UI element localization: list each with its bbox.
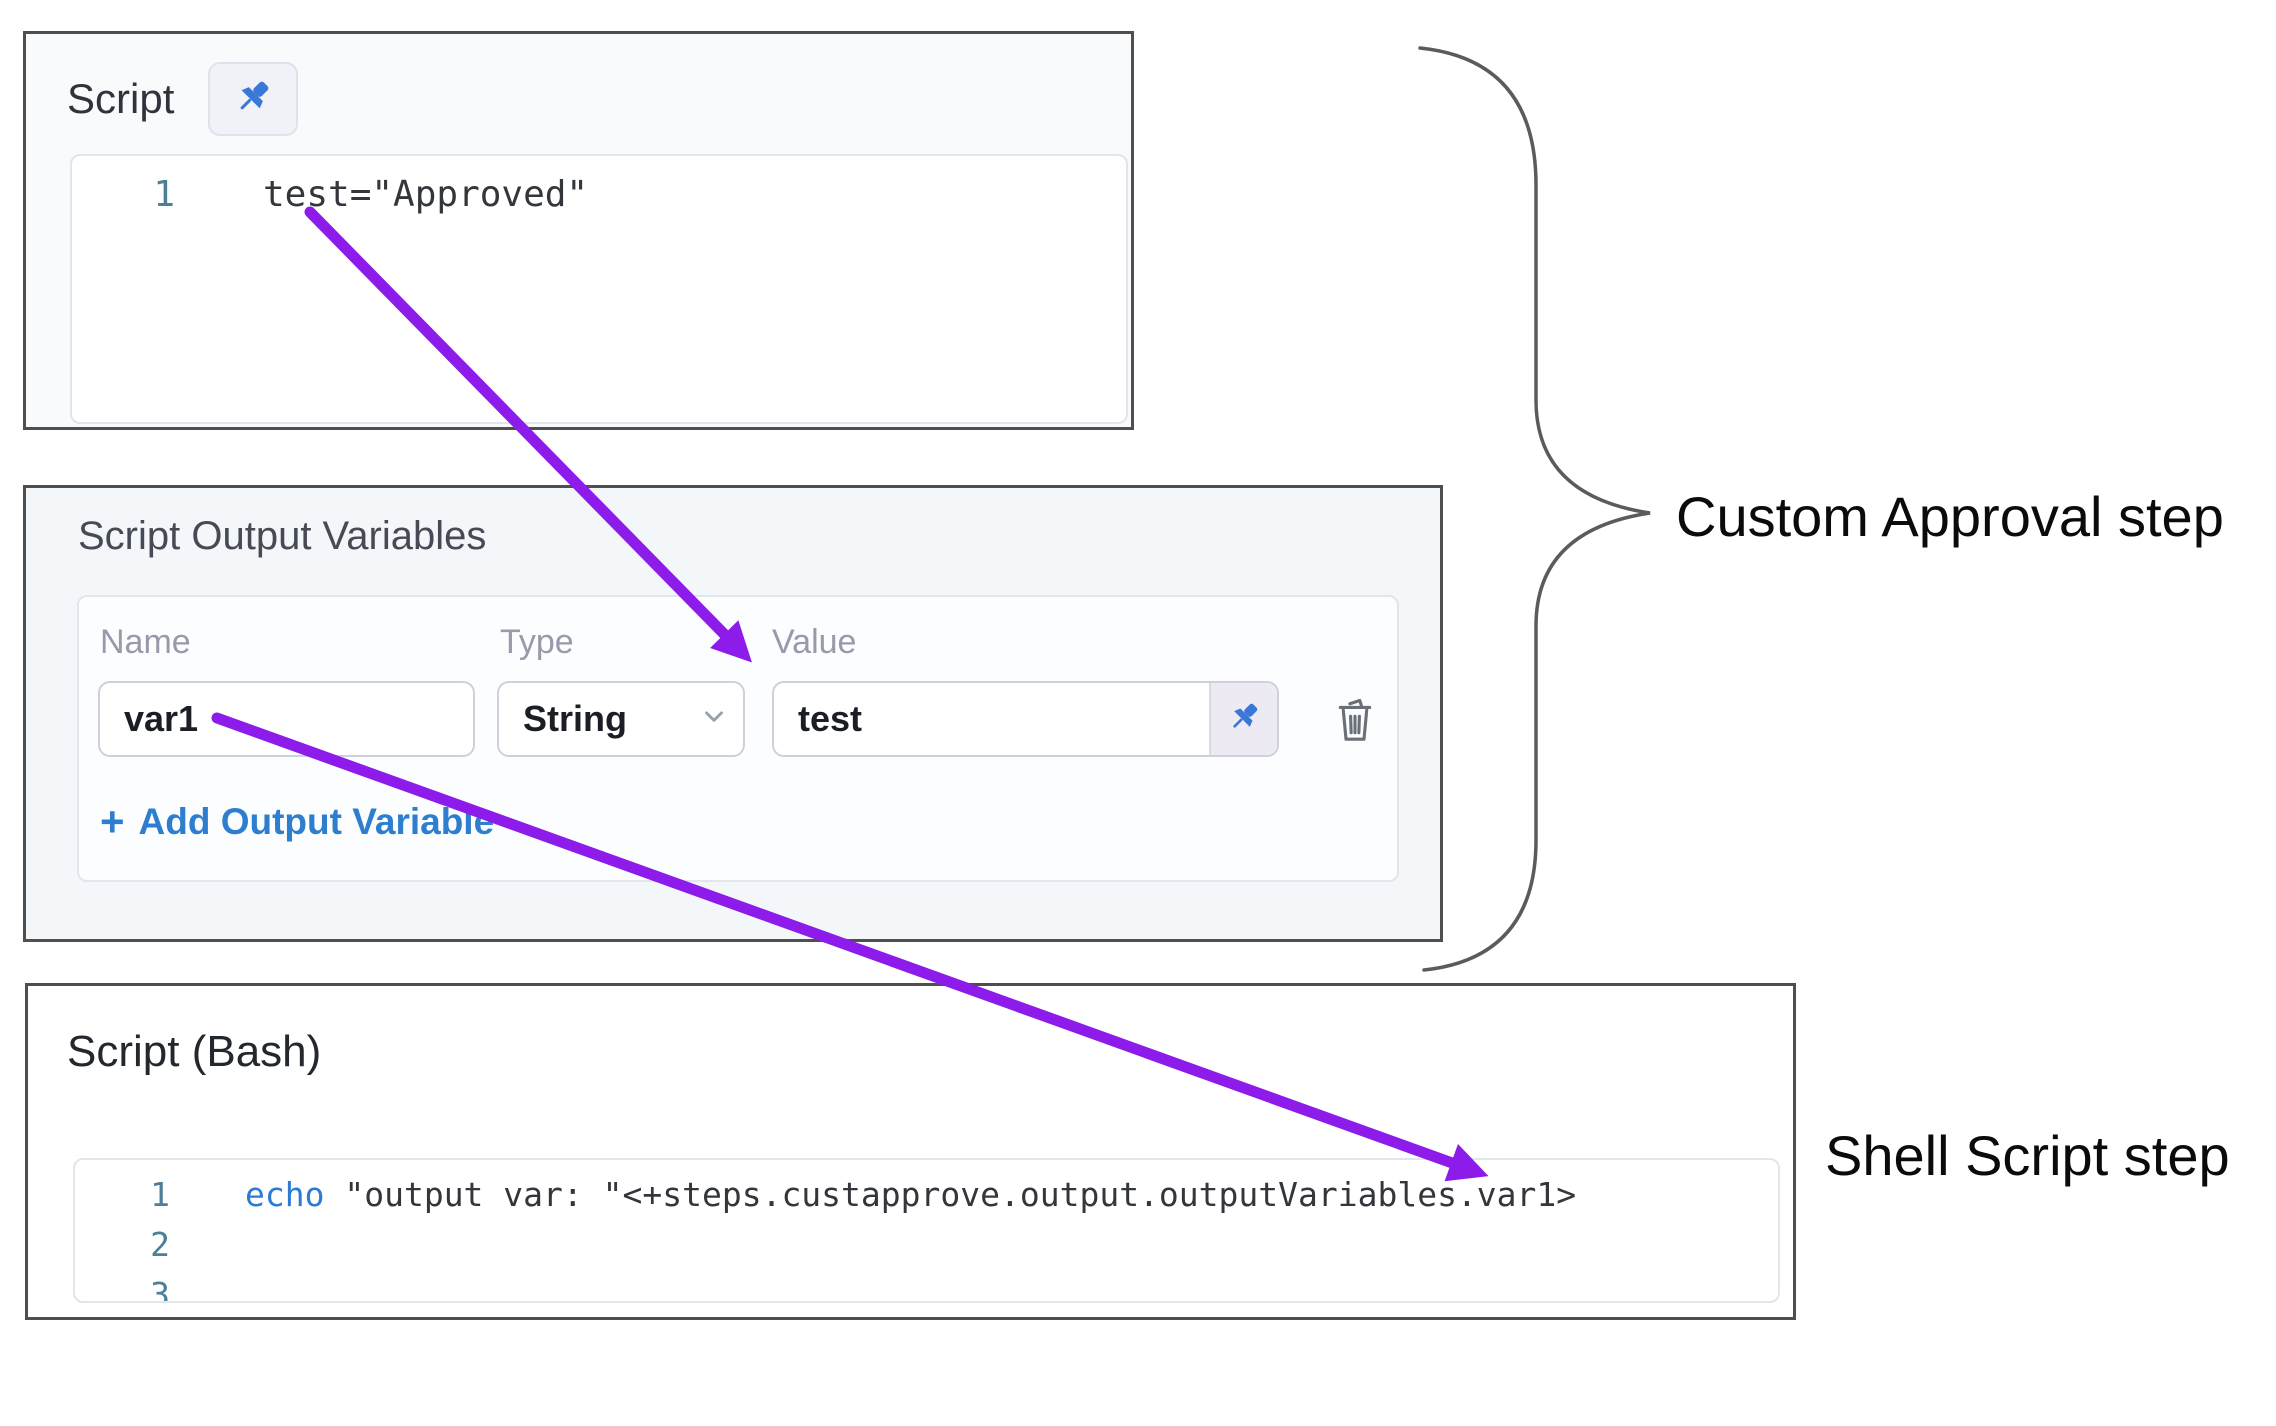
line-number: 1 <box>150 1175 170 1214</box>
custom-approval-script-panel: Script 1 test="Approved" <box>23 31 1134 430</box>
code-line: 3 <box>75 1270 1778 1303</box>
script-panel-title: Script <box>67 75 175 122</box>
output-variables-card: Name Type Value var1 String test <box>77 595 1399 882</box>
approval-script-editor[interactable]: 1 test="Approved" <box>70 154 1128 424</box>
echo-keyword: echo <box>245 1175 325 1214</box>
code-text: test="Approved" <box>263 174 589 215</box>
pushpin-icon <box>1225 698 1263 741</box>
add-output-variable-label: Add Output Variable <box>138 801 495 843</box>
line-number: 3 <box>150 1275 170 1303</box>
shell-script-step-label: Shell Script step <box>1825 1124 2230 1187</box>
pushpin-icon <box>231 75 275 124</box>
output-variables-title: Script Output Variables <box>78 514 487 558</box>
line-number: 2 <box>150 1225 170 1264</box>
chevron-down-icon <box>699 698 729 740</box>
code-line: 2 <box>75 1220 1778 1270</box>
bash-panel-title: Script (Bash) <box>67 1027 322 1076</box>
value-column-label: Value <box>772 623 857 661</box>
pin-fixed-value-button[interactable] <box>208 62 298 136</box>
name-column-label: Name <box>100 623 191 661</box>
line-number: 1 <box>153 174 175 215</box>
bash-script-editor[interactable]: 1 echo "output var: "<+steps.custapprove… <box>73 1158 1780 1303</box>
variable-value-field: test <box>772 681 1279 757</box>
variable-type-select[interactable]: String <box>497 681 745 757</box>
custom-approval-step-label: Custom Approval step <box>1676 485 2224 548</box>
trash-icon <box>1333 694 1377 749</box>
variable-value-input[interactable]: test <box>798 698 863 739</box>
value-pin-button[interactable] <box>1209 683 1277 755</box>
selected-type: String <box>523 698 627 739</box>
delete-variable-button[interactable] <box>1332 695 1378 747</box>
code-line: 1 test="Approved" <box>72 170 1126 220</box>
script-output-variables-panel: Script Output Variables Name Type Value … <box>23 485 1443 942</box>
code-line: 1 echo "output var: "<+steps.custapprove… <box>75 1170 1778 1220</box>
add-output-variable-button[interactable]: + Add Output Variable <box>100 798 495 845</box>
type-column-label: Type <box>500 623 574 661</box>
plus-icon: + <box>100 798 125 845</box>
variable-name-input[interactable]: var1 <box>98 681 475 757</box>
shell-script-panel: Script (Bash) 1 echo "output var: "<+ste… <box>25 983 1796 1320</box>
code-text: echo "output var: "<+steps.custapprove.o… <box>245 1170 1576 1220</box>
code-rest: "output var: "<+steps.custapprove.output… <box>324 1175 1577 1214</box>
